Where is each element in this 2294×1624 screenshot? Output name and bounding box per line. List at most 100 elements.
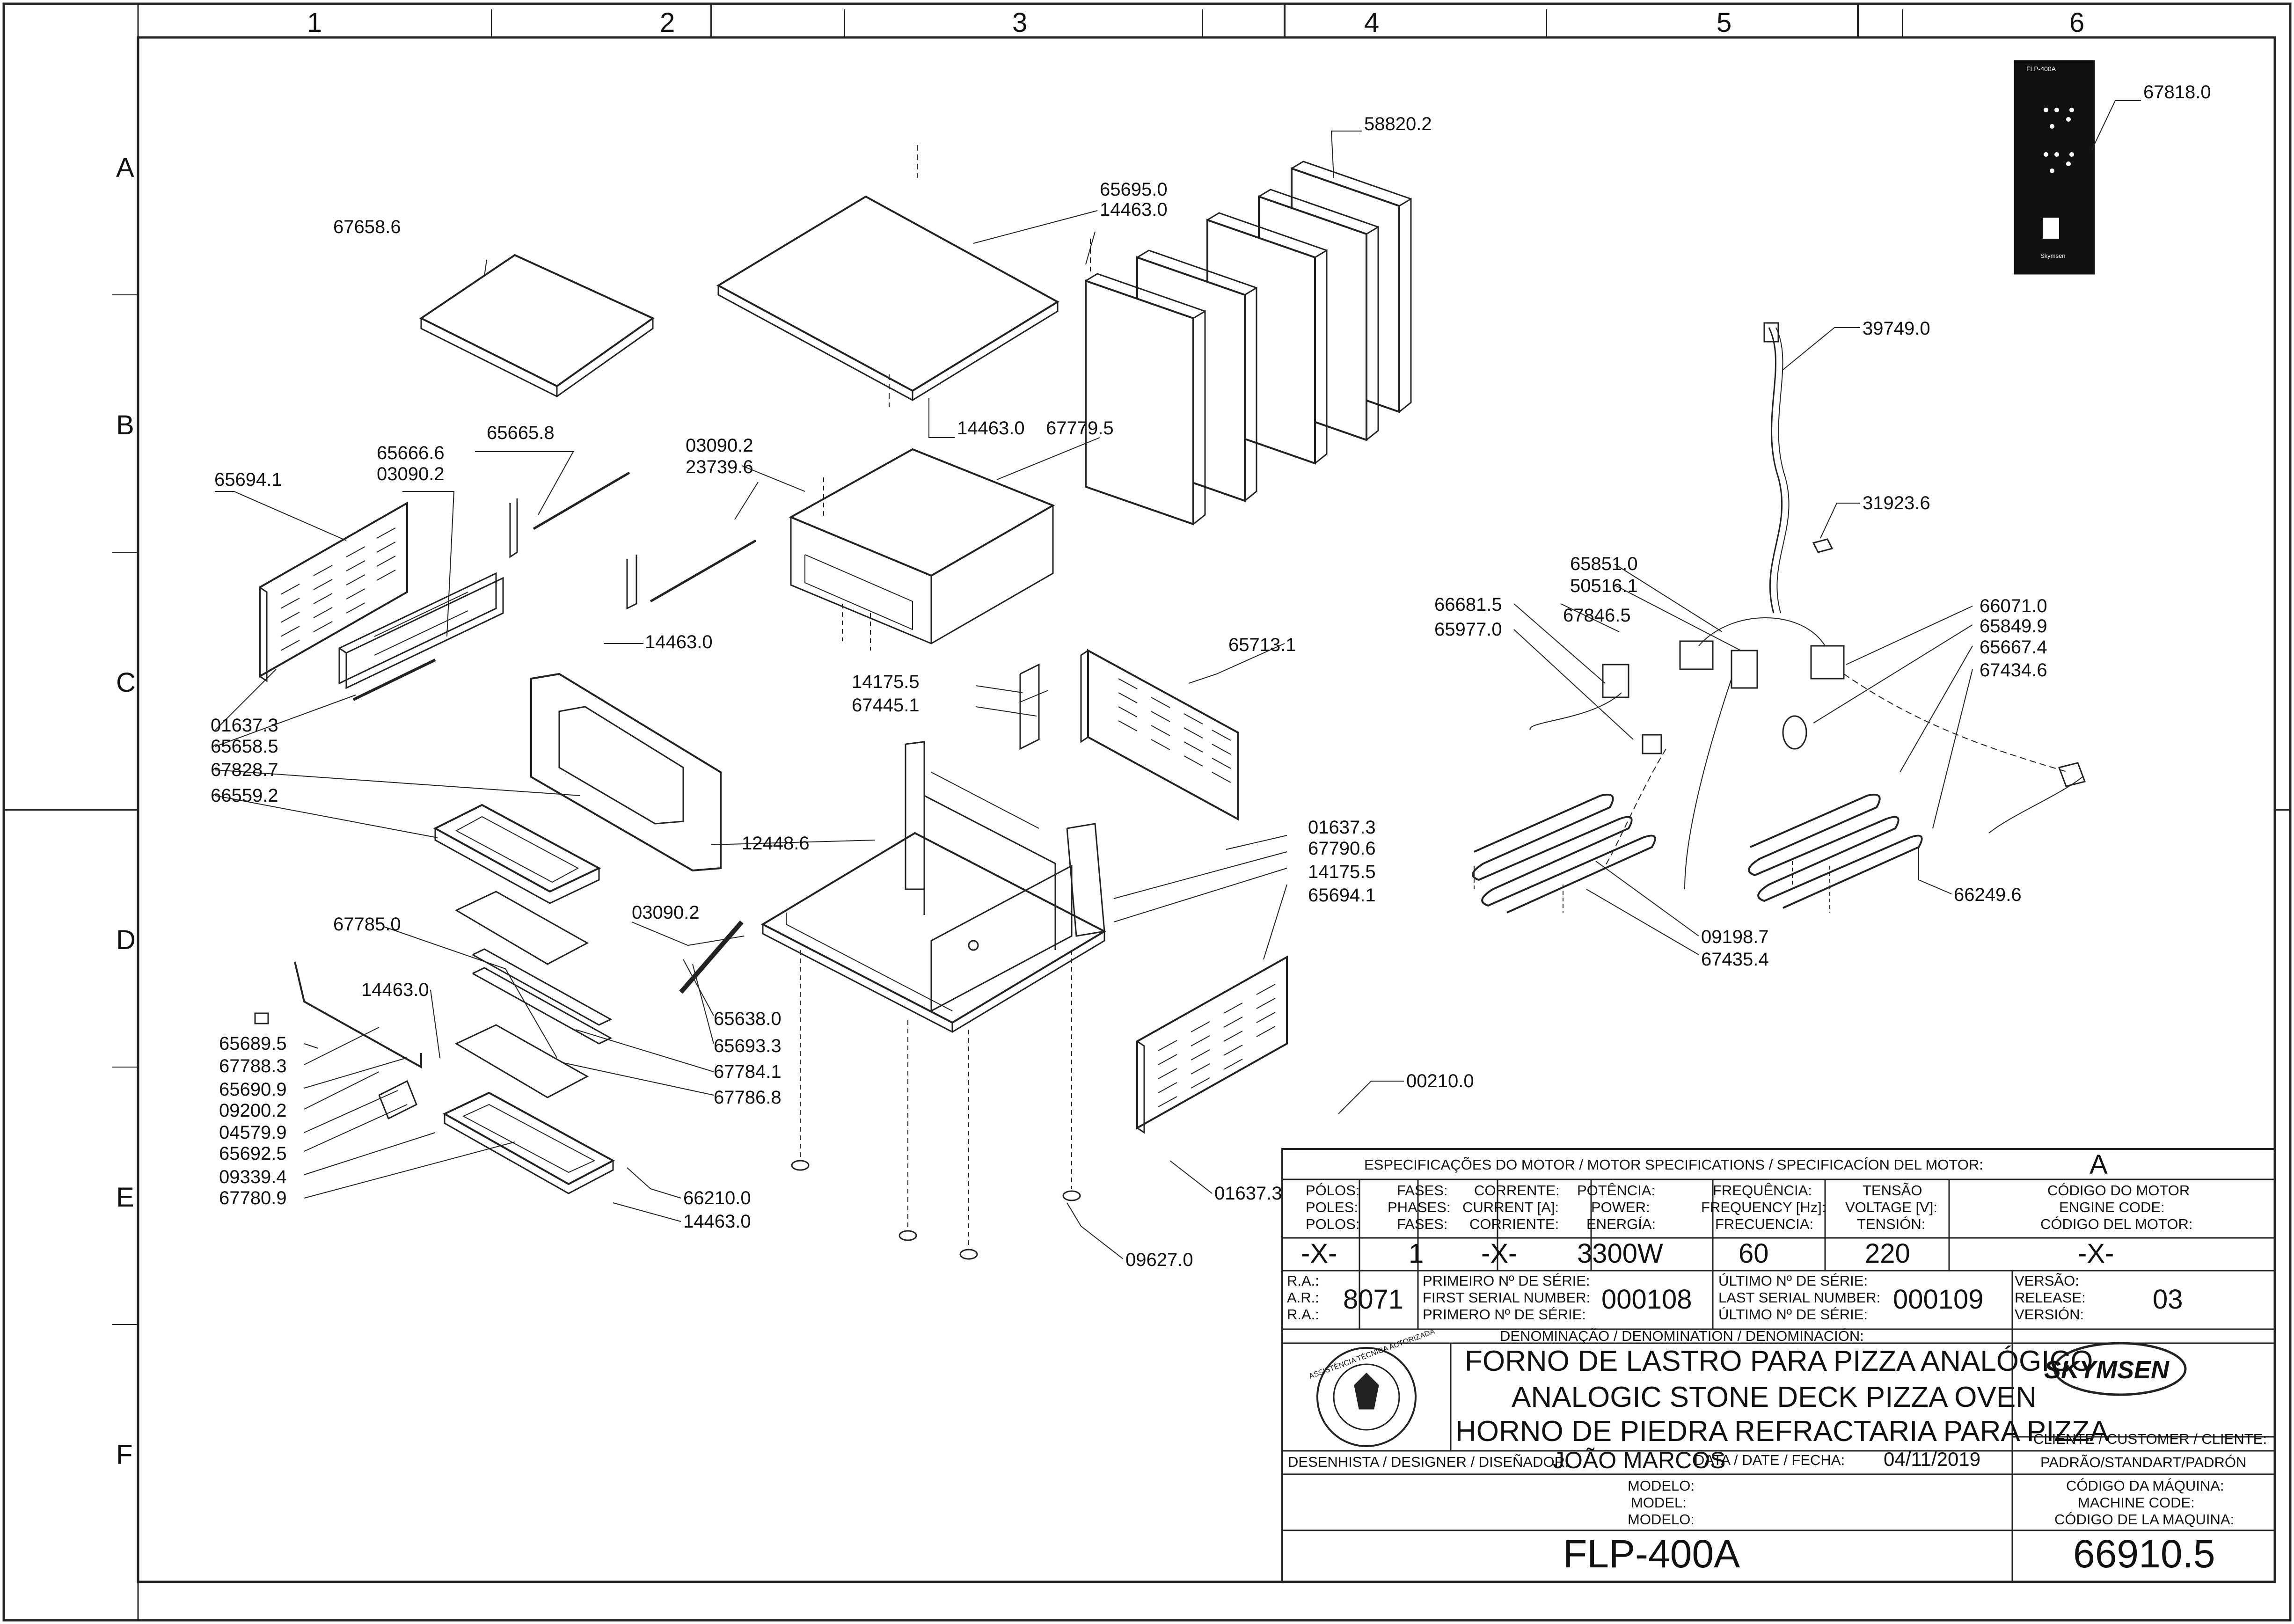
ra-label-pt: R.A.: bbox=[1287, 1273, 1319, 1289]
part-label: 67790.6 bbox=[1308, 838, 1376, 859]
phases-label-es: FASES: bbox=[1397, 1216, 1448, 1232]
control-panel-brand: Skymsen bbox=[2040, 252, 2066, 259]
part-label: 66559.2 bbox=[211, 785, 278, 806]
grid-column-2: 2 bbox=[660, 7, 675, 38]
part-label: 12448.6 bbox=[742, 833, 810, 854]
part-label: 67658.6 bbox=[333, 217, 401, 237]
grid-row-c: C bbox=[116, 667, 136, 698]
power-label-es: ENERGÍA: bbox=[1586, 1216, 1656, 1232]
part-label: 67784.1 bbox=[714, 1061, 782, 1082]
part-label: 14175.5 bbox=[1308, 862, 1376, 882]
grid-row-d: D bbox=[116, 925, 136, 955]
part-label: 65690.9 bbox=[219, 1079, 287, 1100]
frequency-label-en: FREQUENCY [Hz]: bbox=[1701, 1199, 1826, 1215]
voltage-label-en: VOLTAGE [V]: bbox=[1845, 1199, 1937, 1215]
heating-elements-part bbox=[1472, 793, 1923, 914]
left-side-panel-part bbox=[259, 501, 408, 682]
frequency-label-es: FRECUENCIA: bbox=[1715, 1216, 1814, 1232]
part-label: 00210.0 bbox=[1406, 1071, 1474, 1091]
frequency-value: 60 bbox=[1739, 1238, 1769, 1269]
model-label-en: MODEL: bbox=[1631, 1494, 1687, 1511]
product-name-en: ANALOGIC STONE DECK PIZZA OVEN bbox=[1512, 1381, 2037, 1413]
part-label: 67434.6 bbox=[1980, 660, 2047, 680]
grid-row-e: E bbox=[116, 1182, 134, 1213]
machine-code-value: 66910.5 bbox=[2073, 1532, 2215, 1576]
part-label: 67445.1 bbox=[852, 695, 920, 716]
designer-value: JOÃO MARCOS bbox=[1553, 1447, 1726, 1473]
part-label: 03090.2 bbox=[377, 464, 445, 484]
poles-label-es: POLOS: bbox=[1306, 1216, 1360, 1232]
voltage-label-es: TENSIÓN: bbox=[1857, 1216, 1926, 1232]
phases-label-en: PHASES: bbox=[1388, 1199, 1451, 1215]
skymsen-logo-swoosh bbox=[2053, 1342, 2187, 1396]
frequency-label-pt: FREQUÊNCIA: bbox=[1713, 1182, 1812, 1199]
product-name-es: HORNO DE PIEDRA REFRACTARIA PARA PIZZA bbox=[1455, 1415, 2109, 1448]
motor-specs-header: ESPECIFICAÇÕES DO MOTOR / MOTOR SPECIFIC… bbox=[1364, 1156, 1983, 1173]
first-serial-label-es: PRIMERO Nº DE SÉRIE: bbox=[1423, 1306, 1586, 1323]
oven-feet-part bbox=[791, 950, 1081, 1260]
ra-value: 8071 bbox=[1343, 1284, 1404, 1315]
current-label-pt: CORRENTE: bbox=[1474, 1182, 1560, 1199]
grid-row-f: F bbox=[116, 1440, 133, 1470]
first-serial-label-pt: PRIMEIRO Nº DE SÉRIE: bbox=[1423, 1273, 1590, 1289]
part-label: 23739.6 bbox=[686, 457, 753, 477]
client-value: PADRÃO/STANDART/PADRÓN bbox=[2040, 1454, 2247, 1470]
inner-chamber-part bbox=[789, 448, 1055, 651]
part-label: 58820.2 bbox=[1364, 114, 1432, 134]
part-label: 66681.5 bbox=[1434, 594, 1502, 615]
part-label: 67435.4 bbox=[1701, 949, 1769, 970]
skymsen-logo: SKYMSEN bbox=[2044, 1356, 2170, 1384]
last-serial-label-es: ÚLTIMO Nº DE SÉRIE: bbox=[1718, 1306, 1868, 1323]
part-label: 65666.6 bbox=[377, 443, 445, 463]
machine-code-label-en: MACHINE CODE: bbox=[2078, 1494, 2195, 1511]
power-value: 3300W bbox=[1577, 1238, 1663, 1269]
current-value: -X- bbox=[1481, 1238, 1518, 1269]
motor-code-top-value: A bbox=[2089, 1149, 2108, 1180]
part-label: 65638.0 bbox=[714, 1009, 782, 1029]
part-label: 09339.4 bbox=[219, 1167, 287, 1187]
motor-code-value: -X- bbox=[2078, 1238, 2114, 1269]
part-label: 67788.3 bbox=[219, 1056, 287, 1076]
poles-label-pt: PÓLOS: bbox=[1306, 1182, 1360, 1199]
poles-label-en: POLES: bbox=[1306, 1199, 1358, 1215]
phases-value: 1 bbox=[1409, 1238, 1424, 1269]
designer-label: DESENHISTA / DESIGNER / DISEÑADOR: bbox=[1288, 1454, 1569, 1470]
grid-column-1: 1 bbox=[307, 7, 322, 38]
part-label: 14175.5 bbox=[852, 672, 920, 692]
part-label: 67846.5 bbox=[1563, 605, 1631, 626]
part-label: 67779.5 bbox=[1046, 418, 1114, 439]
part-label: 65694.1 bbox=[1308, 885, 1376, 906]
motor-code-label-es: CÓDIGO DEL MOTOR: bbox=[2040, 1216, 2193, 1232]
part-label: 03090.2 bbox=[632, 902, 700, 923]
part-label: 50516.1 bbox=[1570, 576, 1638, 596]
version-label-es: VERSIÓN: bbox=[2015, 1306, 2084, 1323]
poles-value: -X- bbox=[1301, 1238, 1337, 1269]
part-label: 14463.0 bbox=[645, 632, 713, 652]
part-label: 01637.3 bbox=[1214, 1183, 1282, 1204]
part-label: 66210.0 bbox=[683, 1188, 751, 1208]
part-label: 14463.0 bbox=[957, 418, 1025, 439]
first-serial-value: 000108 bbox=[1601, 1284, 1692, 1315]
part-label: 65689.5 bbox=[219, 1033, 287, 1054]
title-block-frame bbox=[1281, 1148, 2276, 1583]
part-label: 03090.2 bbox=[686, 435, 753, 456]
phases-label-pt: FASES: bbox=[1397, 1182, 1448, 1199]
voltage-label-pt: TENSÃO bbox=[1863, 1182, 1922, 1199]
part-label: 65665.8 bbox=[487, 423, 555, 443]
part-label: 65693.3 bbox=[714, 1036, 782, 1056]
door-frame-part bbox=[433, 804, 601, 904]
part-label: 67785.0 bbox=[333, 914, 401, 935]
model-value: FLP-400A bbox=[1563, 1532, 1740, 1576]
motor-code-label-en: ENGINE CODE: bbox=[2059, 1199, 2165, 1215]
part-label: 65667.4 bbox=[1980, 637, 2047, 658]
part-label: 65849.9 bbox=[1980, 616, 2047, 636]
electrical-components-part bbox=[1529, 322, 2086, 890]
machine-code-label-pt: CÓDIGO DA MÁQUINA: bbox=[2066, 1478, 2224, 1494]
part-label: 65977.0 bbox=[1434, 619, 1502, 640]
part-label: 09627.0 bbox=[1125, 1250, 1193, 1270]
part-label: 31923.6 bbox=[1863, 493, 1930, 513]
product-name-pt: FORNO DE LASTRO PARA PIZZA ANALÓGICO bbox=[1465, 1345, 2093, 1377]
machine-code-label-es: CÓDIGO DE LA MAQUINA: bbox=[2054, 1511, 2235, 1528]
grid-row-a: A bbox=[116, 153, 134, 183]
